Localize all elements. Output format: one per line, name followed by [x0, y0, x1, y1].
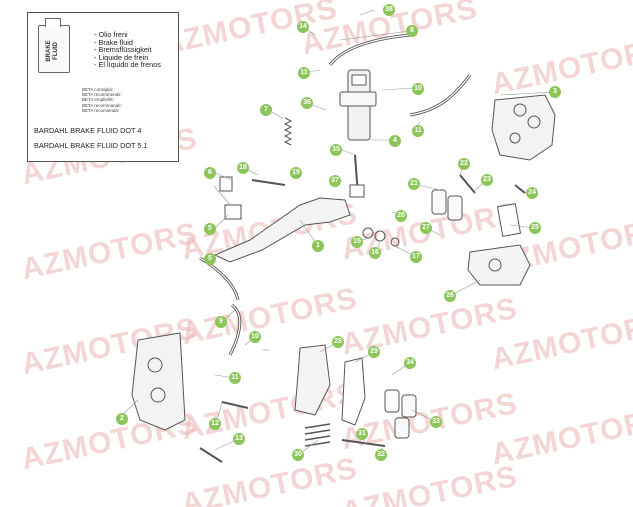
- brake-pedal: [213, 197, 351, 263]
- callout-4: 4: [389, 135, 401, 147]
- brake-fluid-bottle-icon: BRAKE FLUID: [38, 18, 70, 73]
- callout-34: 34: [404, 357, 416, 369]
- callout-11a: 11: [298, 67, 310, 79]
- callout-17: 17: [410, 251, 422, 263]
- pad-spring: [304, 423, 331, 447]
- rear-caliper: [491, 94, 556, 161]
- callout-1: 1: [312, 240, 324, 252]
- fluid-names: - Olio freni - Brake fluid - Bremsflüssi…: [94, 31, 161, 69]
- callout-10a: 10: [412, 83, 424, 95]
- fluid-name-de: - Bremsflüssigkeit: [94, 45, 152, 55]
- recommends-de: BETA empfiehlt:: [82, 97, 114, 103]
- callout-8: 8: [406, 25, 418, 37]
- callout-10b: 10: [249, 331, 261, 343]
- callout-38: 38: [383, 4, 395, 16]
- callout-9: 9: [215, 316, 227, 328]
- recommends-es: BETA recomienda:: [82, 107, 120, 113]
- callout-15: 15: [351, 236, 363, 248]
- callout-19: 19: [290, 167, 302, 179]
- callout-33: 33: [430, 416, 442, 428]
- callout-12: 12: [209, 418, 221, 430]
- front-caliper-bracket: [294, 344, 331, 416]
- bottle-cap: [45, 18, 61, 27]
- callout-27: 27: [420, 222, 432, 234]
- callout-29: 29: [368, 346, 380, 358]
- callout-26: 26: [444, 290, 456, 302]
- callout-28: 28: [332, 336, 344, 348]
- callout-23: 23: [481, 174, 493, 186]
- callout-32: 32: [375, 449, 387, 461]
- recommends-it: BETA consiglia:: [82, 87, 114, 92]
- callout-5a: 5: [204, 223, 216, 235]
- fluid-name-fr: - Liquide de frein: [94, 52, 149, 62]
- callout-37: 37: [329, 175, 341, 187]
- brake-fluid-legend: BRAKE FLUID - Olio freni - Brake fluid -…: [27, 12, 179, 162]
- callout-35: 35: [330, 144, 342, 156]
- front-caliper: [131, 332, 186, 431]
- recommends-fr: BETA recommande:: [82, 102, 122, 108]
- callout-14: 14: [297, 21, 309, 33]
- caliper-bracket: [467, 244, 531, 286]
- recommends-en: BETA recommends:: [82, 92, 122, 98]
- callout-18: 18: [237, 162, 249, 174]
- callout-6: 6: [204, 167, 216, 179]
- callout-21: 21: [408, 178, 420, 190]
- fluid-dot51: BARDAHL BRAKE FLUID DOT 5.1: [34, 141, 148, 150]
- callout-20: 20: [395, 210, 407, 222]
- spring: [283, 117, 293, 146]
- callout-11b: 11: [412, 125, 424, 137]
- callout-24: 24: [526, 187, 538, 199]
- callout-7: 7: [260, 104, 272, 116]
- callout-25: 25: [529, 222, 541, 234]
- callout-13: 13: [233, 433, 245, 445]
- callout-5b: 5: [204, 253, 216, 265]
- fluid-name-es: - El líquido de frenos: [94, 60, 161, 70]
- callout-2: 2: [116, 413, 128, 425]
- callout-36: 36: [301, 97, 313, 109]
- caliper-piston: [431, 189, 447, 215]
- fluid-name-it: - Olio freni: [94, 30, 128, 39]
- bracket: [219, 176, 233, 192]
- callout-30: 30: [292, 449, 304, 461]
- callout-3: 3: [549, 86, 561, 98]
- callout-22: 22: [458, 158, 470, 170]
- fluid-dot4: BARDAHL BRAKE FLUID DOT 4: [34, 126, 142, 135]
- callout-31: 31: [356, 428, 368, 440]
- recommends-list: BETA consiglia: BETA recommends: BETA em…: [82, 87, 122, 113]
- callout-11c: 11: [229, 372, 241, 384]
- fluid-name-en: - Brake fluid: [94, 37, 133, 47]
- callout-16: 16: [369, 247, 381, 259]
